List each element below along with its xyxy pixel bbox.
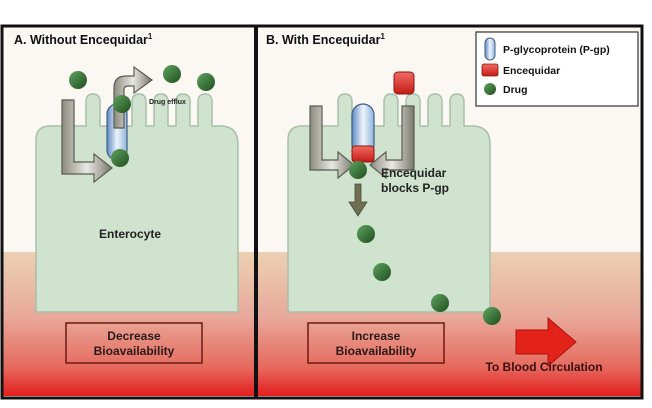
legend-pgp-icon — [484, 37, 496, 61]
panel-divider — [254, 27, 258, 397]
decrease-bioavailability-box — [65, 322, 203, 364]
drug-b-path-4 — [483, 307, 501, 325]
influx-arrow-b-left — [309, 105, 355, 180]
drug-efflux-label: Drug efflux — [149, 99, 186, 106]
drug-a-outside-2 — [163, 65, 181, 83]
drug-a-outside-1 — [69, 71, 87, 89]
increase-line1: Increase — [352, 329, 401, 343]
drug-a-in-pgp — [113, 95, 131, 113]
influx-arrow-b-right — [369, 105, 415, 180]
panel-a-title: A. Without Encequidar1 — [14, 32, 153, 47]
decrease-line1: Decrease — [107, 329, 161, 343]
legend-box — [475, 31, 639, 107]
enterocyte-cell-a — [35, 93, 239, 313]
panel-b: B. With Encequidar1 Encequidar blocks P-… — [266, 32, 603, 374]
drug-a-outside-3 — [197, 73, 215, 91]
increase-bioavailability-box — [307, 322, 445, 364]
circulation-label: To Blood Circulation — [485, 360, 602, 374]
influx-arrow-a — [61, 99, 113, 184]
increase-line2: Bioavailability — [336, 344, 417, 358]
drug-b-path-3 — [431, 294, 449, 312]
encequidar-bound — [351, 145, 375, 163]
block-line2: blocks P-gp — [381, 181, 449, 195]
drug-a-at-membrane — [111, 149, 129, 167]
decrease-line2: Bioavailability — [94, 344, 175, 358]
enterocyte-cell-b — [287, 93, 491, 313]
legend-encequidar-label: Encequidar — [503, 65, 560, 77]
down-arrow-b — [348, 183, 368, 217]
blood-circulation-arrow — [515, 316, 577, 368]
encequidar-outside — [393, 71, 415, 95]
drug-b-path-2 — [373, 263, 391, 281]
legend-pgp-label: P-glycoprotein (P-gp) — [503, 44, 610, 56]
drug-b-path-1 — [357, 225, 375, 243]
panel-a: A. Without Encequidar1 Drug efflux Enter… — [14, 32, 239, 364]
enterocyte-label: Enterocyte — [99, 227, 161, 241]
block-line1: Encequidar — [381, 166, 447, 180]
legend-drug-label: Drug — [503, 84, 528, 96]
panel-b-title: B. With Encequidar1 — [266, 32, 385, 47]
legend-drug-icon — [484, 83, 496, 95]
drug-b-below-pgp — [349, 161, 367, 179]
legend: P-glycoprotein (P-gp) Encequidar Drug — [475, 31, 639, 107]
legend-encequidar-icon — [481, 63, 499, 77]
